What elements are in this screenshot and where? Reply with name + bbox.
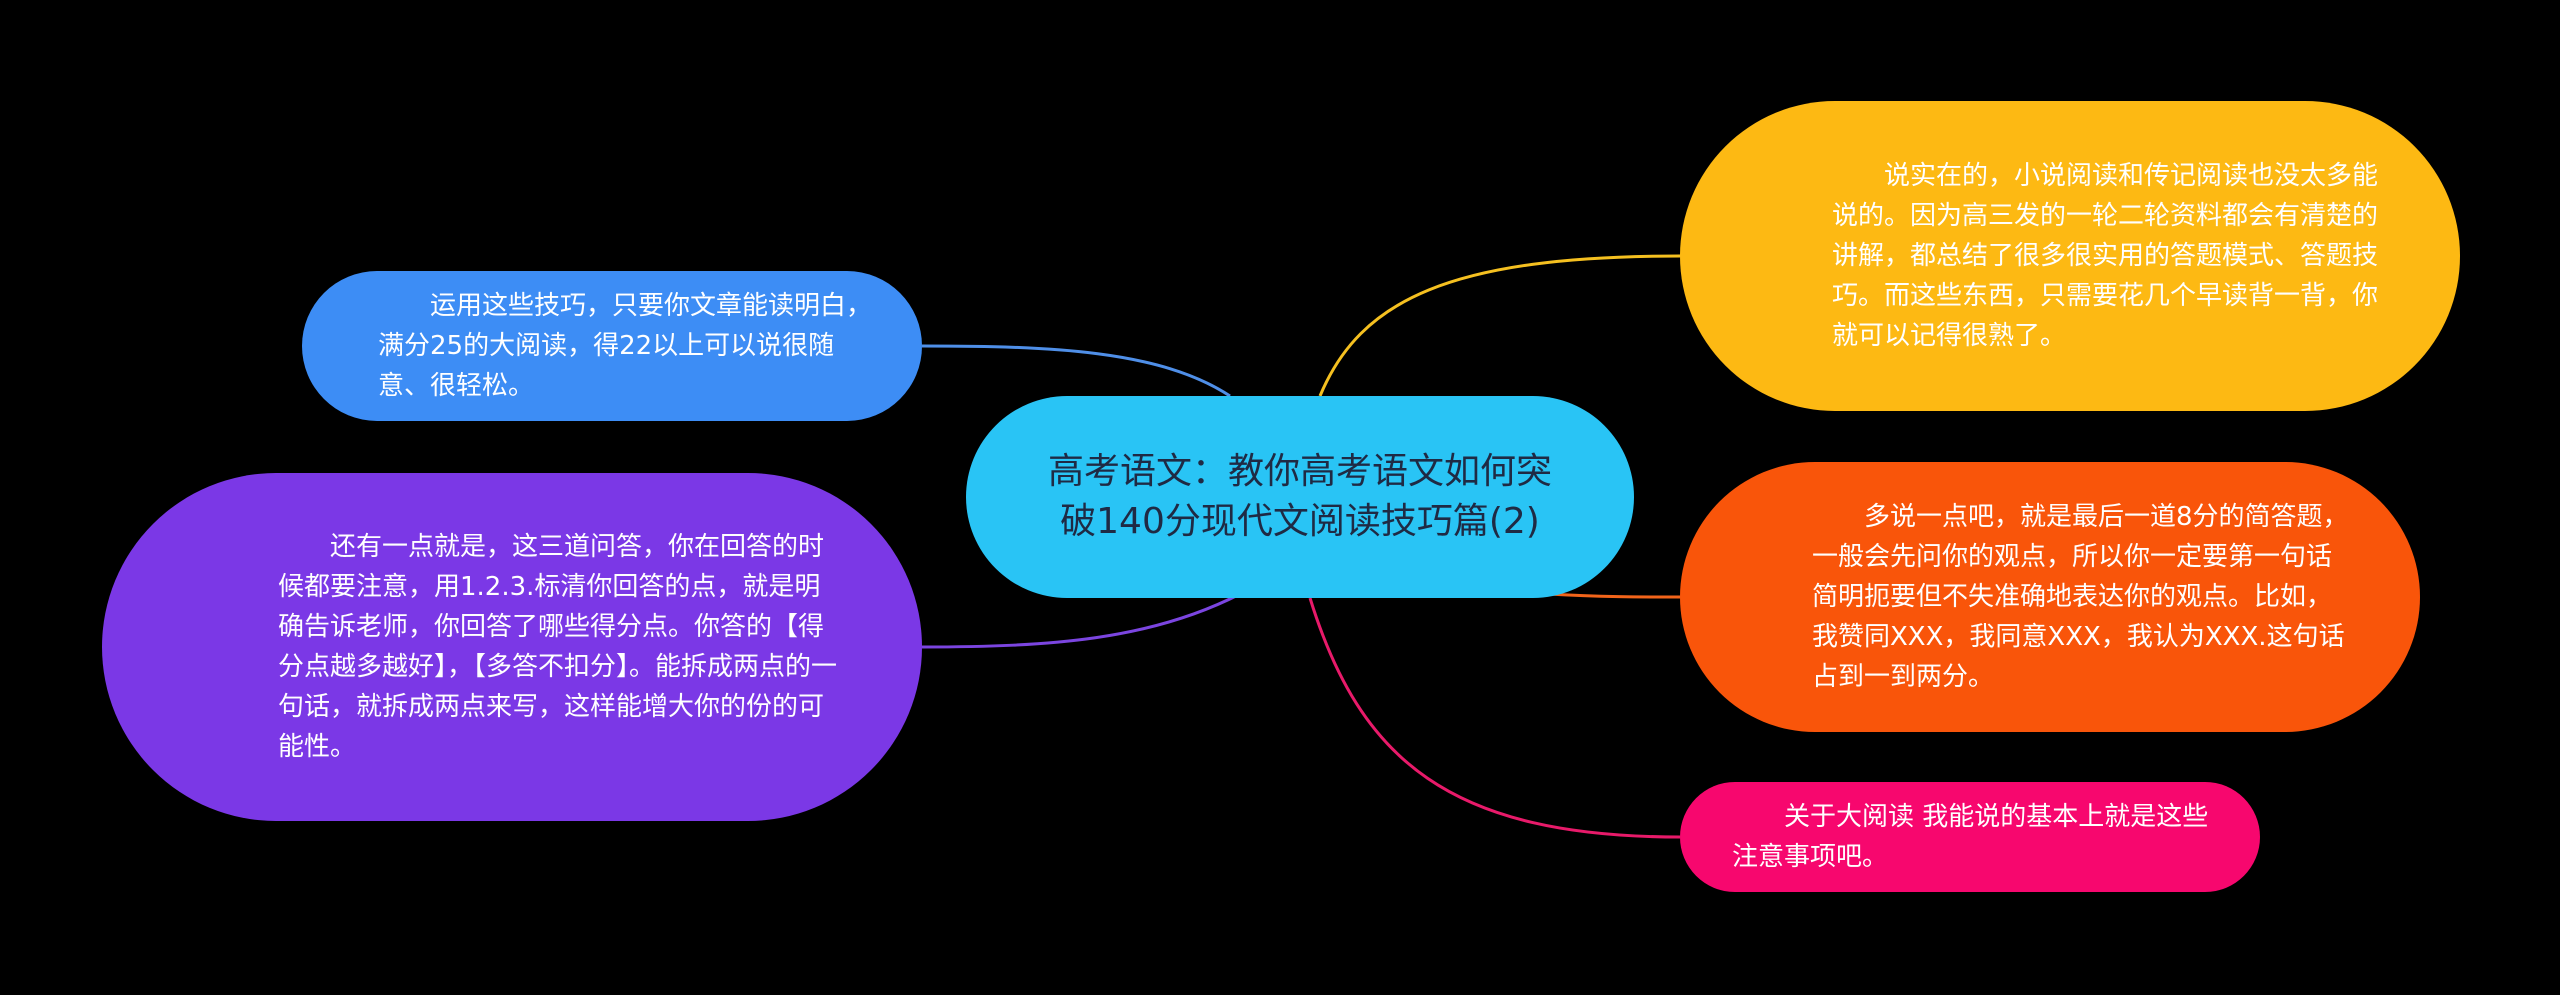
branch-text-short-answer: 多说一点吧，就是最后一道8分的简答题，一般会先问你的观点，所以你一定要第一句话简… — [1812, 502, 2349, 692]
branch-text-skills: 运用这些技巧，只要你文章能读明白，满分25的大阅读，得22以上可以说很随意、很轻… — [378, 291, 873, 401]
connector-pink — [1308, 597, 1681, 839]
connector-blue — [921, 344, 1231, 398]
connector-orange — [1547, 592, 1681, 599]
branch-text-summary: 关于大阅读 我能说的基本上就是这些注意事项吧。 — [1732, 802, 2209, 872]
branch-node-novel-biography[interactable]: 说实在的，小说阅读和传记阅读也没太多能说的。因为高三发的一轮二轮资料都会有清楚的… — [1680, 101, 2460, 411]
branch-node-skills[interactable]: 运用这些技巧，只要你文章能读明白，满分25的大阅读，得22以上可以说很随意、很轻… — [302, 271, 922, 421]
branch-text-answer-points: 还有一点就是，这三道问答，你在回答的时候都要注意，用1.2.3.标清你回答的点，… — [278, 532, 838, 762]
branch-text-novel-biography: 说实在的，小说阅读和传记阅读也没太多能说的。因为高三发的一轮二轮资料都会有清楚的… — [1832, 161, 2379, 351]
branch-node-short-answer[interactable]: 多说一点吧，就是最后一道8分的简答题，一般会先问你的观点，所以你一定要第一句话简… — [1680, 462, 2420, 732]
central-topic-text: 高考语文：教你高考语文如何突破140分现代文阅读技巧篇(2) — [1047, 451, 1552, 542]
connector-yellow — [1318, 254, 1681, 397]
branch-node-answer-points[interactable]: 还有一点就是，这三道问答，你在回答的时候都要注意，用1.2.3.标清你回答的点，… — [102, 473, 922, 821]
branch-node-summary[interactable]: 关于大阅读 我能说的基本上就是这些注意事项吧。 — [1680, 782, 2260, 892]
connector-purple — [921, 592, 1241, 649]
central-topic-node[interactable]: 高考语文：教你高考语文如何突破140分现代文阅读技巧篇(2) — [966, 396, 1634, 598]
